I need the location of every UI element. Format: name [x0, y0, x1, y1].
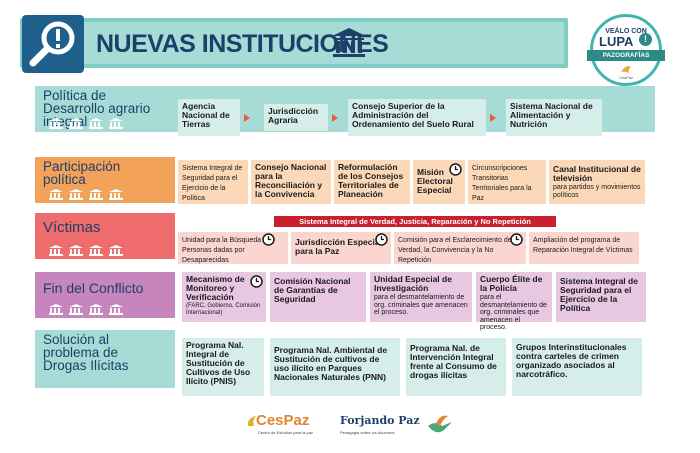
category-label: Solución al problema de Drogas Ilícitas [43, 332, 129, 373]
card-agencia-tierras: Agencia Nacional de Tierras [178, 99, 240, 136]
row-bar-drogas [35, 330, 175, 388]
building-icon [69, 189, 83, 200]
card-unidad-busqueda: Unidad para la Búsqueda de Personas dada… [178, 232, 288, 264]
category-label: Fin del Conflicto [43, 280, 144, 296]
dove-icon [621, 66, 631, 73]
card-text: Cuerpo Élite de la Policía [480, 274, 543, 293]
card-comision-verdad: Comisión para el Esclarecimiento de la V… [394, 232, 526, 264]
institution-building-icon [332, 28, 366, 57]
badge-logo-text: CesPaz [618, 75, 633, 80]
arrow-icon [490, 114, 496, 122]
card-intervencion-integral: Programa Nal. de Intervención Integral f… [406, 338, 506, 396]
category-icons [49, 118, 123, 129]
card-unidad-investigacion: Unidad Especial de Investigación para el… [370, 272, 472, 322]
arrow-icon [332, 114, 338, 122]
card-subtext: para partidos y movimientos políticos [553, 184, 641, 199]
alert-icon: ! [639, 33, 652, 46]
category-label: Participación política [43, 159, 121, 187]
clock-icon [262, 233, 275, 246]
category-agrario: Política de Desarrollo agrario integral [35, 86, 173, 132]
building-icon [49, 245, 63, 256]
card-comision-garantias: Comisión Nacional de Garantías de Seguri… [270, 272, 366, 322]
building-icon [89, 304, 103, 315]
hummingbird-icon [428, 415, 452, 433]
clock-icon [250, 275, 263, 288]
category-icons [49, 304, 123, 315]
card-sistema-alimentacion: Sistema Nacional de Alimentación y Nutri… [506, 99, 602, 136]
building-icon [49, 189, 63, 200]
card-subtext: (FARC, Gobierno, Comisión Internacional) [186, 303, 261, 316]
card-consejo-reconciliacion: Consejo Nacional para la Reconciliación … [251, 160, 331, 204]
building-icon [69, 118, 83, 129]
card-text: Comisión para el Esclarecimiento de la V… [398, 237, 519, 264]
card-consejos-territoriales: Reformulación de los Consejos Territoria… [334, 160, 410, 204]
magnifier-box [22, 15, 84, 73]
building-icon [109, 245, 123, 256]
building-icon [49, 304, 63, 315]
card-pnis: Programa Nal. Integral de Sustitución de… [182, 338, 264, 396]
building-icon [109, 189, 123, 200]
pazografias-badge: VEÁLO CON LUPA ! PAZOGRAFÍAS CesPaz [587, 14, 665, 86]
card-circunscripciones: Circunscripciones Transitorias Territori… [468, 160, 546, 204]
badge-ribbon: PAZOGRAFÍAS [587, 50, 665, 61]
building-icon [69, 245, 83, 256]
card-consejo-superior: Consejo Superior de la Administración de… [348, 99, 486, 136]
footer-logos: CesPaz Centro de Estudios para la paz Fo… [244, 410, 456, 453]
card-subtext: para el desmantelamiento de org. crimina… [374, 294, 468, 316]
cespaz-logo: CesPaz [256, 412, 310, 429]
card-ampliacion-reparacion: Ampliación del programa de Reparación In… [529, 232, 639, 264]
category-icons [49, 189, 123, 200]
card-text: Unidad Especial de Investigación [374, 274, 452, 293]
card-jurisdiccion-agraria: Jurisdicción Agraria [264, 104, 328, 131]
card-text: Mecanismo de Monitoreo y Verificación [186, 274, 245, 302]
building-icon [89, 118, 103, 129]
card-canal-institucional: Canal Institucional de televisión para p… [549, 160, 645, 204]
category-victimas: Víctimas [35, 213, 173, 259]
card-sistema-seguridad: Sistema Integral de Seguridad para el Ej… [556, 272, 646, 322]
sistema-integral-band: Sistema Integral de Verdad, Justicia, Re… [274, 216, 556, 227]
card-text: Ampliación del programa de Reparación In… [533, 237, 633, 254]
building-icon [89, 245, 103, 256]
category-label: Víctimas [43, 219, 101, 236]
category-fin-conflicto: Fin del Conflicto [35, 272, 173, 318]
header-inner-bar [36, 22, 564, 64]
card-cuerpo-elite: Cuerpo Élite de la Policía para el desma… [476, 272, 552, 331]
category-drogas: Solución al problema de Drogas Ilícitas [35, 330, 173, 388]
building-icon [109, 304, 123, 315]
card-text: Circunscripciones Transitorias Territori… [472, 165, 532, 202]
forjando-paz-sub: Pedagogía sobre los Acuerdos [340, 430, 395, 435]
card-text: Sistema Integral de Seguridad para el Ej… [182, 165, 243, 202]
cespaz-logo-icon [247, 416, 256, 426]
card-text: Canal Institucional de televisión [553, 164, 641, 183]
magnifier-icon [29, 21, 75, 67]
card-jurisdiccion-especial: Jurisdicción Especial para la Paz [291, 232, 391, 264]
card-grupos-interinstitucionales: Grupos Interinstitucionales contra carte… [512, 338, 642, 396]
card-pnn: Programa Nal. Ambiental de Sustitución d… [270, 338, 400, 396]
clock-icon [449, 163, 462, 176]
category-icons [49, 245, 123, 256]
card-subtext: para el desmantelamiento de org. crimina… [480, 294, 547, 331]
clock-icon [375, 233, 388, 246]
building-icon [49, 118, 63, 129]
building-icon [109, 118, 123, 129]
building-icon [69, 304, 83, 315]
arrow-icon [244, 114, 250, 122]
badge-line1: VEÁLO CON [605, 28, 647, 35]
category-participacion: Participación política [35, 157, 173, 203]
clock-icon [510, 233, 523, 246]
forjando-paz-logo: Forjando Paz [340, 414, 420, 427]
card-sistema-seguridad-politica: Sistema Integral de Seguridad para el Ej… [178, 160, 248, 204]
badge-line2: LUPA [599, 34, 634, 49]
card-text: Unidad para la Búsqueda de Personas dada… [182, 237, 271, 264]
building-icon [89, 189, 103, 200]
cespaz-logo-sub: Centro de Estudios para la paz [258, 430, 313, 435]
